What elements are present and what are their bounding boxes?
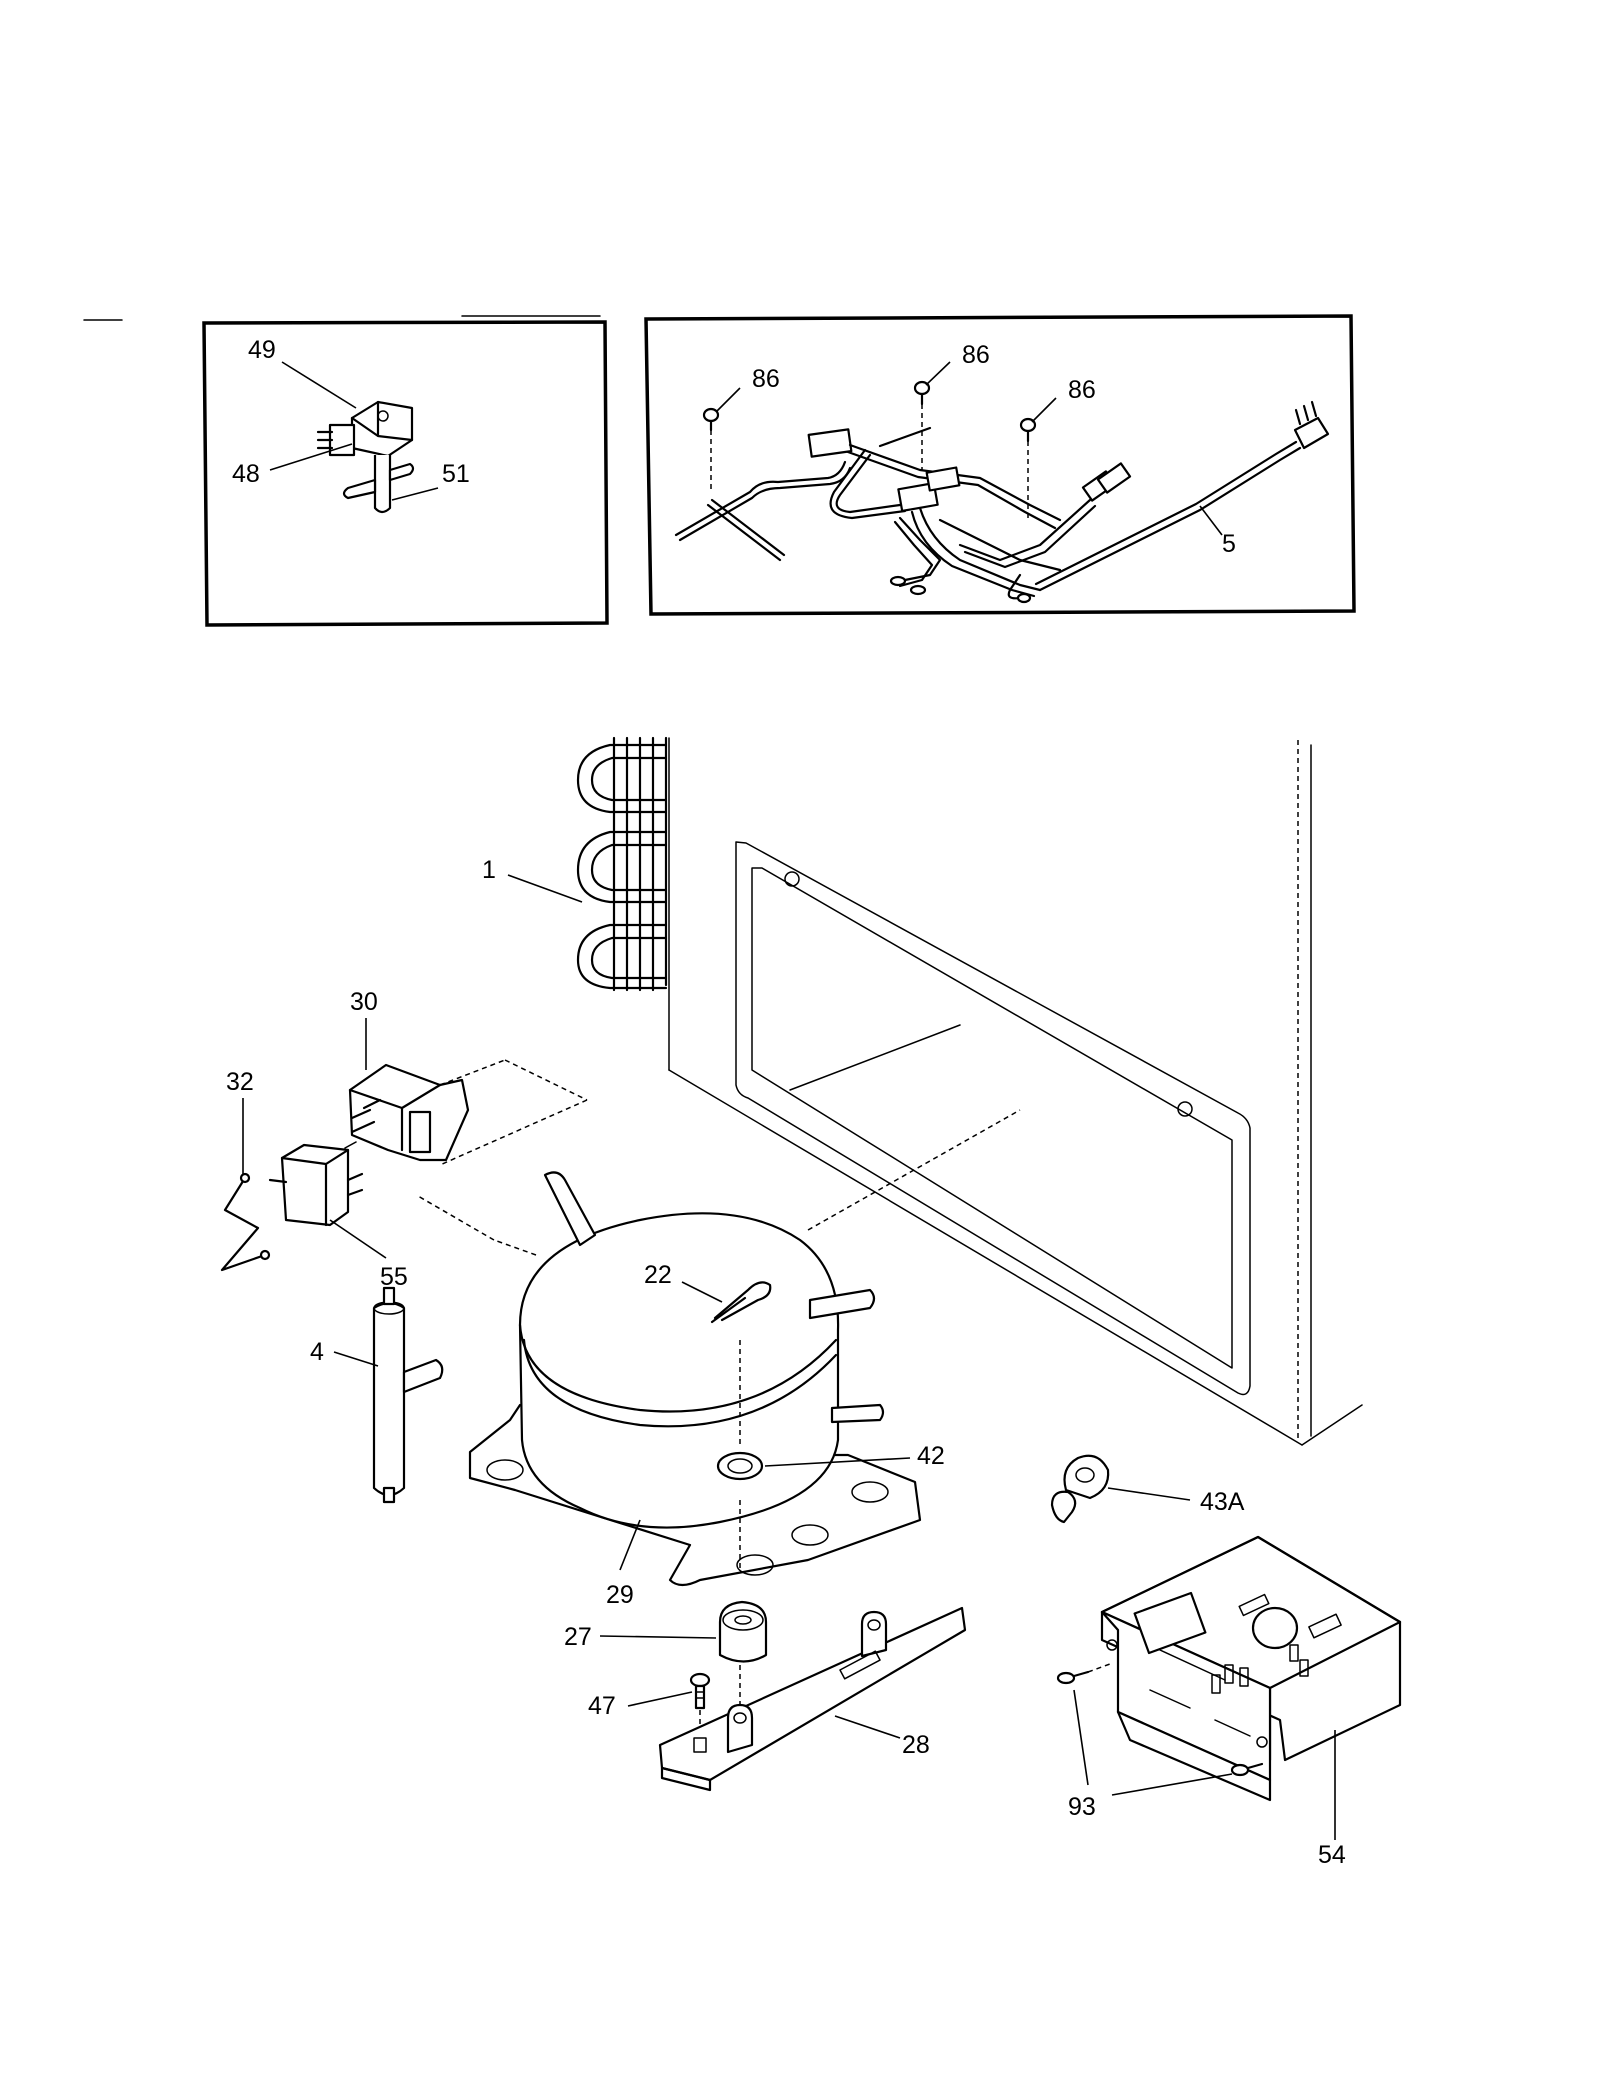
leader-1	[507, 874, 583, 903]
callout-54: 54	[1318, 1841, 1346, 1869]
callout-48: 48	[232, 460, 260, 488]
leader-4	[333, 1351, 379, 1367]
mounting-rail-part	[658, 1606, 967, 1792]
access-panel-part	[735, 841, 1251, 1396]
leader-86-c	[1031, 397, 1057, 423]
bolt-47-part	[689, 1672, 711, 1772]
callout-86-c: 86	[1068, 376, 1096, 404]
leader-93-b	[1111, 1773, 1233, 1796]
cabinet-outline	[668, 737, 1363, 1446]
leader-49	[281, 361, 357, 409]
callout-43a: 43A	[1200, 1488, 1245, 1516]
callout-28: 28	[902, 1731, 930, 1759]
pin-22-part	[710, 1281, 772, 1324]
callout-86-b: 86	[962, 341, 990, 369]
leader-48	[269, 443, 353, 471]
screw-86-c	[1019, 417, 1037, 520]
callout-49: 49	[248, 336, 276, 364]
leader-43a	[1107, 1487, 1191, 1501]
compressor-part	[468, 1171, 922, 1587]
callout-32: 32	[226, 1068, 254, 1096]
callout-47: 47	[588, 1692, 616, 1720]
callout-86-a: 86	[752, 365, 780, 393]
compressor-mount-dash	[493, 1239, 537, 1256]
screw-86-a	[702, 407, 720, 490]
callout-93: 93	[1068, 1793, 1096, 1821]
callout-5: 5	[1222, 530, 1236, 558]
filter-drier-part	[372, 1286, 444, 1504]
condenser-coil-part	[576, 736, 668, 992]
wiring-harness-part	[674, 400, 1330, 604]
clamp-43a-part	[1050, 1454, 1110, 1524]
inset-box-harness: 86 86 86 5	[644, 314, 1356, 616]
leader-93-a	[1073, 1689, 1089, 1786]
control-board-part	[1100, 1535, 1402, 1802]
valve-part	[316, 400, 415, 514]
callout-1: 1	[482, 856, 496, 884]
leader-47	[627, 1691, 693, 1707]
clip-32-part	[220, 1172, 271, 1272]
callout-42: 42	[917, 1442, 945, 1470]
callout-22: 22	[644, 1261, 672, 1289]
screw-93-part	[1056, 1663, 1264, 1777]
relay-part	[344, 1063, 470, 1162]
screw-86-b	[913, 380, 931, 470]
leader-27	[599, 1635, 717, 1639]
callout-27: 27	[564, 1623, 592, 1651]
overload-protector-part	[268, 1143, 364, 1227]
callout-51: 51	[442, 460, 470, 488]
leader-86-b	[925, 361, 951, 386]
callout-4: 4	[310, 1338, 324, 1366]
leader-55	[329, 1219, 387, 1259]
callout-30: 30	[350, 988, 378, 1016]
leader-42	[764, 1457, 911, 1467]
leader-29	[619, 1519, 641, 1571]
relay-mount-dash	[439, 1059, 506, 1086]
inset-box-valve: 49 48 51	[202, 320, 609, 627]
leader-51	[391, 487, 439, 501]
leader-22	[681, 1281, 723, 1303]
leader-28	[834, 1715, 901, 1739]
callout-55: 55	[380, 1263, 408, 1291]
callout-29: 29	[606, 1581, 634, 1609]
grommet-27-part	[718, 1600, 768, 1663]
leader-5	[1199, 505, 1223, 536]
leader-86-a	[715, 387, 741, 413]
